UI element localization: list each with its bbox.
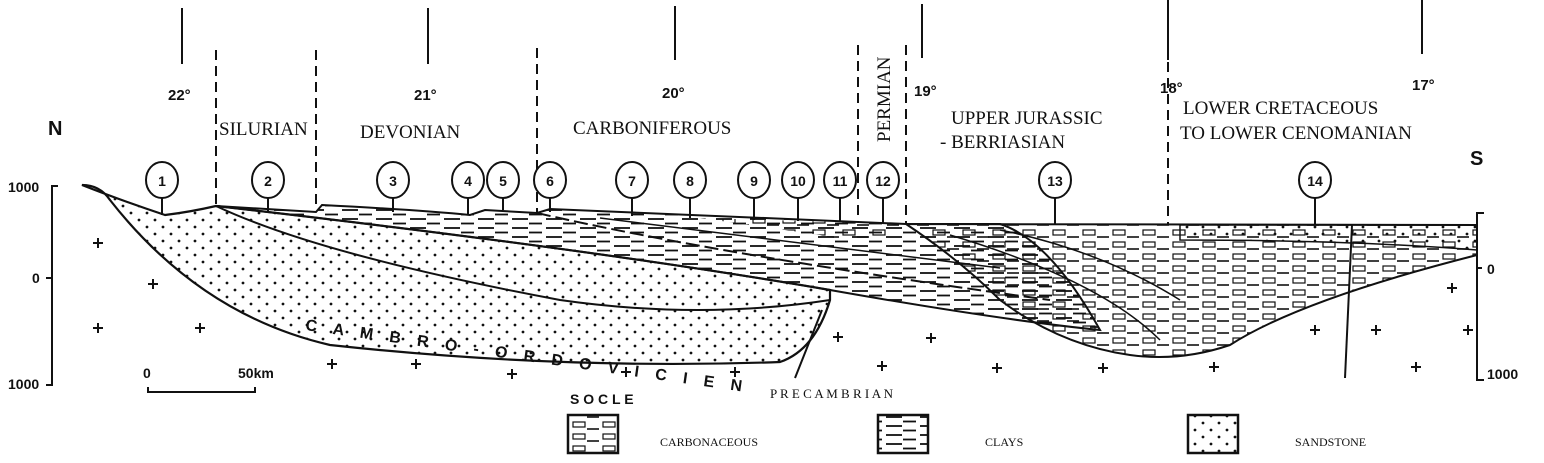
- well-number: 10: [790, 173, 806, 189]
- well-circle: [1298, 161, 1332, 199]
- well-circle: [451, 161, 485, 199]
- legend-clays: CLAYS: [985, 435, 1023, 449]
- precambrian-pointer: [794, 309, 823, 379]
- scale-start: 0: [143, 365, 151, 381]
- well-circle: [866, 161, 900, 199]
- longitude-19: 19°: [914, 83, 937, 100]
- well-5: 5: [486, 161, 520, 210]
- south-label: S: [1470, 148, 1483, 170]
- right-axis-zero: 0: [1487, 261, 1495, 277]
- well-circle: [781, 161, 815, 199]
- longitude-ticks: [181, 0, 1423, 64]
- legend-sandstone: SANDSTONE: [1295, 435, 1366, 449]
- carbonaceous-pattern-icon: [566, 413, 620, 455]
- well-number: 11: [833, 173, 848, 189]
- precambrian-label: P R E C A M B R I A N: [770, 386, 894, 401]
- well-1: 1: [145, 161, 179, 215]
- period-boundaries: [215, 45, 1169, 225]
- well-6: 6: [533, 161, 567, 212]
- cambro-ordovician-layer: [81, 183, 832, 366]
- well-number: 14: [1307, 173, 1323, 189]
- well-9: 9: [737, 161, 771, 220]
- well-number: 12: [875, 173, 891, 189]
- label-lower-cenomanian: TO LOWER CENOMANIAN: [1180, 123, 1412, 144]
- left-axis-bottom: 1000: [8, 376, 39, 392]
- well-circle: [251, 161, 285, 199]
- well-circle: [615, 161, 649, 199]
- well-number: 5: [499, 173, 507, 189]
- well-circle: [376, 161, 410, 199]
- label-berriasian: - BERRIASIAN: [940, 132, 1065, 153]
- longitude-22: 22°: [168, 87, 191, 104]
- well-circle: [145, 161, 179, 199]
- well-number: 7: [628, 173, 636, 189]
- north-label: N: [48, 118, 62, 140]
- well-2: 2: [251, 161, 285, 213]
- depth-axes: [46, 185, 1484, 386]
- well-number: 13: [1047, 173, 1063, 189]
- well-circle: [737, 161, 771, 199]
- well-number: 9: [750, 173, 758, 189]
- well-8: 8: [673, 161, 707, 218]
- label-permian: PERMIAN: [874, 56, 895, 142]
- sandstone-pattern-icon: [1186, 413, 1240, 455]
- label-silurian: SILURIAN: [219, 119, 308, 140]
- clays-pattern-icon: [876, 413, 930, 455]
- well-3: 3: [376, 161, 410, 212]
- scale-bar: [147, 387, 256, 393]
- well-number: 1: [158, 173, 166, 189]
- well-number: 8: [686, 173, 694, 189]
- right-axis-bottom: 1000: [1487, 366, 1518, 382]
- well-circle: [533, 161, 567, 199]
- longitude-20: 20°: [662, 85, 685, 102]
- longitude-21: 21°: [414, 87, 437, 104]
- legend-carbonaceous: CARBONACEOUS: [660, 435, 758, 449]
- well-number: 6: [546, 173, 554, 189]
- label-upper-jurassic: UPPER JURASSIC: [951, 108, 1103, 129]
- well-number: 3: [389, 173, 397, 189]
- label-lower-cretaceous: LOWER CRETACEOUS: [1183, 98, 1378, 119]
- well-circle: [673, 161, 707, 199]
- well-13: 13: [1038, 161, 1072, 224]
- longitude-17: 17°: [1412, 77, 1435, 94]
- left-axis-top: 1000: [8, 179, 39, 195]
- well-circle: [486, 161, 520, 199]
- well-number: 2: [264, 173, 272, 189]
- well-number: 4: [464, 173, 472, 189]
- label-devonian: DEVONIAN: [360, 122, 461, 143]
- well-4: 4: [451, 161, 485, 215]
- well-11: 11: [823, 161, 857, 222]
- socle-label: S O C L E: [570, 391, 634, 407]
- well-circle: [1038, 161, 1072, 199]
- label-carboniferous: CARBONIFEROUS: [573, 118, 731, 139]
- mesozoic-layers: [902, 222, 1478, 359]
- left-axis-zero: 0: [32, 270, 40, 286]
- scale-end: 50km: [238, 365, 274, 381]
- well-14: 14: [1298, 161, 1332, 225]
- well-10: 10: [781, 161, 815, 221]
- well-7: 7: [615, 161, 649, 216]
- longitude-18: 18°: [1160, 80, 1183, 97]
- well-12: 12: [866, 161, 900, 223]
- well-circle: [823, 161, 857, 199]
- basement-crosses: [93, 238, 1473, 379]
